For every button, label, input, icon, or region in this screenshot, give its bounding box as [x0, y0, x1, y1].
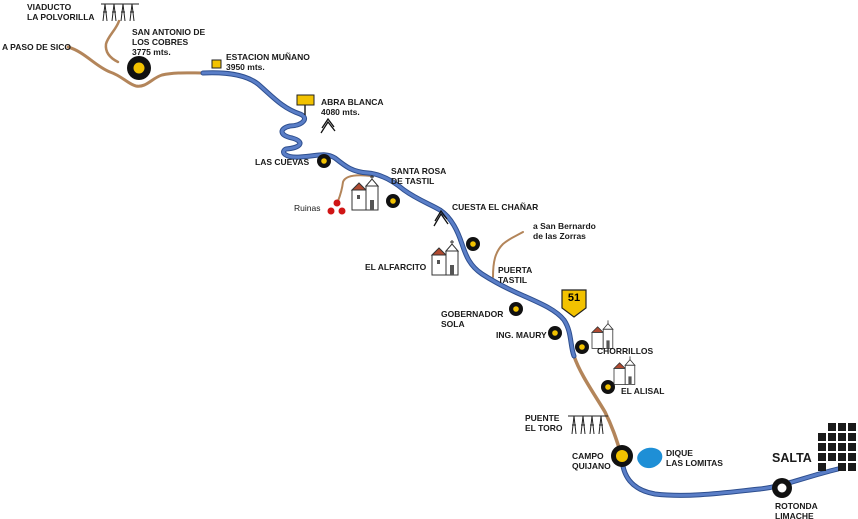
ruins-icon: [327, 199, 346, 215]
bridge-icon: [568, 415, 608, 435]
station-square-icon: [211, 59, 222, 69]
label-rotonda-limache: ROTONDA LIMACHE: [775, 501, 818, 519]
label-dique-lomitas: DIQUE LAS LOMITAS: [666, 448, 723, 468]
label-abra-blanca: ABRA BLANCA 4080 mts.: [321, 97, 384, 117]
main-route: [201, 71, 576, 358]
label-chorrillos: CHORRILLOS: [597, 346, 654, 356]
lake-icon: [637, 447, 663, 469]
highway-badge-number: 51: [567, 292, 581, 304]
label-las-cuevas: LAS CUEVAS: [255, 157, 310, 167]
stop-icon: [386, 194, 400, 208]
label-paso-sico: A PASO DE SICO: [2, 42, 71, 52]
label-puente-toro: PUENTE EL TORO: [525, 413, 563, 433]
label-san-antonio: SAN ANTONIO DE LOS COBRES 3775 mts.: [132, 27, 206, 57]
major-stop-icon: [127, 56, 151, 80]
stop-icon: [601, 380, 615, 394]
brown-segment-south: [572, 354, 623, 456]
slope-icon: [433, 209, 449, 227]
roundabout-icon: [772, 478, 792, 498]
label-salta: SALTA: [772, 451, 812, 465]
stop-icon: [548, 326, 562, 340]
label-ing-maury: ING. MAURY: [496, 330, 547, 340]
sign-post-icon: [296, 94, 315, 115]
church-icon: [430, 240, 460, 276]
label-el-alisal: EL ALISAL: [621, 386, 665, 396]
city-grid-icon: [818, 423, 856, 471]
highway-badge-icon: [561, 289, 587, 318]
church-icon: [350, 175, 380, 211]
label-san-bernardo: a San Bernardo de las Zorras: [533, 221, 596, 241]
label-gobernador-sola: GOBERNADOR SOLA: [441, 309, 504, 329]
stop-icon: [317, 154, 331, 168]
label-puerta-tastil: PUERTA TASTIL: [498, 265, 533, 285]
label-campo-quijano: CAMPO QUIJANO: [572, 451, 611, 471]
bridge-icon: [101, 3, 139, 22]
label-cuesta-chanar: CUESTA EL CHAÑAR: [452, 202, 539, 212]
road-to-paso-sico: [66, 45, 205, 88]
stop-icon: [509, 302, 523, 316]
stop-icon: [466, 237, 480, 251]
road-to-san-bernardo: [492, 231, 524, 278]
label-ruinas: Ruinas: [294, 203, 321, 213]
label-estacion-munano: ESTACION MUÑANO 3950 mts.: [226, 52, 310, 72]
main-route-south: [620, 454, 840, 497]
church-icon: [591, 320, 614, 349]
road-to-ruinas: [337, 174, 373, 202]
label-el-alfarcito: EL ALFARCITO: [365, 262, 427, 272]
church-icon: [613, 356, 636, 385]
label-santa-rosa: SANTA ROSA DE TASTIL: [391, 166, 447, 186]
label-viaducto: VIADUCTO LA POLVORILLA: [27, 2, 95, 22]
major-stop-icon: [611, 445, 633, 467]
slope-icon: [320, 117, 336, 134]
road-to-viaducto: [104, 19, 121, 64]
stop-icon: [575, 340, 589, 354]
